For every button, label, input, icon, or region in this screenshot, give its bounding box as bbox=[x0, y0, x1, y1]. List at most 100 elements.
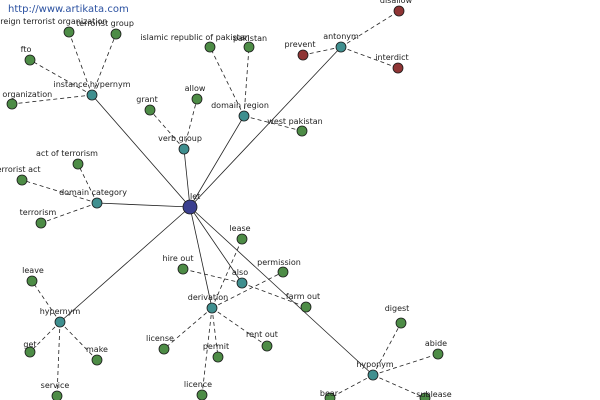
leaf-node-dot[interactable] bbox=[91, 354, 103, 366]
leaf-node-dot[interactable] bbox=[277, 266, 289, 278]
leaf-node-dot[interactable] bbox=[324, 392, 336, 400]
leaf-node-dot[interactable] bbox=[63, 26, 75, 38]
leaf-node-fto[interactable]: fto bbox=[21, 45, 36, 66]
leaf-node-dot[interactable] bbox=[297, 49, 309, 61]
leaf-node-label: act of terrorism bbox=[36, 149, 98, 158]
leaf-node-label: interdict bbox=[375, 53, 408, 62]
leaf-node-dot[interactable] bbox=[395, 317, 407, 329]
hub-node-derivation[interactable]: derivation bbox=[188, 293, 228, 314]
hub-node-verb-group[interactable]: verb group bbox=[158, 134, 202, 155]
leaf-node-label: terrorist organization bbox=[0, 90, 52, 99]
hub-node-hypernym[interactable]: hypernym bbox=[40, 307, 81, 328]
leaf-node-dot[interactable] bbox=[72, 158, 84, 170]
leaf-node-dot[interactable] bbox=[300, 301, 312, 313]
leaf-node-licence[interactable]: licence bbox=[184, 380, 212, 400]
leaf-node-west-pakistan[interactable]: west pakistan bbox=[267, 117, 323, 137]
leaf-node-dot[interactable] bbox=[35, 217, 47, 229]
leaf-node-act-of-terrorism[interactable]: act of terrorism bbox=[36, 149, 98, 170]
hub-node-dot[interactable] bbox=[178, 143, 190, 155]
leaf-node-dot[interactable] bbox=[393, 5, 405, 17]
hub-node-dot[interactable] bbox=[335, 41, 347, 53]
leaf-node-terrorist-act[interactable]: terrorist act bbox=[0, 165, 41, 186]
leaf-node-interdict[interactable]: interdict bbox=[375, 53, 409, 74]
leaf-node-digest[interactable]: digest bbox=[385, 304, 410, 329]
hub-node-dot[interactable] bbox=[54, 316, 66, 328]
leaf-node-prevent[interactable]: prevent bbox=[285, 40, 316, 61]
leaf-node-permission[interactable]: permission bbox=[257, 258, 301, 278]
leaf-node-dot[interactable] bbox=[432, 348, 444, 360]
leaf-node-lease[interactable]: lease bbox=[229, 224, 251, 245]
leaf-node-dot[interactable] bbox=[419, 392, 431, 400]
center-node-let[interactable]: let bbox=[182, 192, 200, 215]
leaf-node-dot[interactable] bbox=[261, 340, 273, 352]
leaf-node-allow[interactable]: allow bbox=[185, 84, 206, 105]
leaf-node-bear[interactable]: bear bbox=[320, 389, 339, 400]
leaf-node-farm-out[interactable]: farm out bbox=[286, 292, 320, 313]
leaf-node-dot[interactable] bbox=[196, 389, 208, 400]
hub-node-domain-category[interactable]: domain category bbox=[59, 188, 127, 209]
hub-node-domain-region[interactable]: domain region bbox=[211, 101, 269, 122]
leaf-node-label: terrorist group bbox=[76, 19, 134, 28]
edge-derivation-l20 bbox=[163, 307, 213, 350]
leaf-node-service[interactable]: service bbox=[41, 381, 70, 400]
hub-node-label: domain region bbox=[211, 101, 269, 110]
watermark-text[interactable]: http://www.artikata.com bbox=[8, 4, 129, 15]
leaf-node-rent-out[interactable]: rent out bbox=[246, 330, 278, 352]
center-node-dot[interactable] bbox=[182, 199, 198, 215]
leaf-node-dot[interactable] bbox=[158, 343, 170, 355]
hub-node-instance-hypernym[interactable]: instance hypernym bbox=[54, 80, 131, 101]
leaf-node-label: hire out bbox=[163, 254, 194, 263]
edge-let-derivation bbox=[189, 206, 213, 309]
leaf-node-dot[interactable] bbox=[6, 98, 18, 110]
edge-verb-group-l6 bbox=[183, 98, 198, 150]
edge-verb-group-l5 bbox=[149, 109, 185, 150]
hub-node-label: also bbox=[232, 268, 248, 277]
hub-node-antonym[interactable]: antonym bbox=[323, 32, 359, 53]
leaf-node-dot[interactable] bbox=[16, 174, 28, 186]
leaf-node-get[interactable]: get bbox=[23, 340, 37, 358]
leaf-node-dot[interactable] bbox=[296, 125, 308, 137]
leaf-node-sublease[interactable]: sublease bbox=[416, 390, 452, 400]
edge-domain-region-l8 bbox=[243, 46, 250, 117]
hub-node-dot[interactable] bbox=[206, 302, 218, 314]
leaf-node-permit[interactable]: permit bbox=[203, 342, 229, 363]
leaf-node-islamic-republic-of-pakistan[interactable]: islamic republic of pakistan bbox=[140, 33, 250, 53]
leaf-node-label: west pakistan bbox=[267, 117, 322, 126]
leaf-node-dot[interactable] bbox=[51, 390, 63, 400]
leaf-node-dot[interactable] bbox=[191, 93, 203, 105]
leaf-node-dot[interactable] bbox=[24, 346, 36, 358]
hub-node-dot[interactable] bbox=[236, 277, 248, 289]
leaf-node-dot[interactable] bbox=[243, 41, 255, 53]
leaf-node-dot[interactable] bbox=[212, 351, 224, 363]
leaf-node-pakistan[interactable]: pakistan bbox=[233, 34, 267, 53]
leaf-node-terrorism[interactable]: terrorism bbox=[20, 208, 57, 229]
hub-node-also[interactable]: also bbox=[232, 268, 248, 289]
hub-node-dot[interactable] bbox=[86, 89, 98, 101]
edge-hyponym-l28 bbox=[372, 322, 402, 376]
leaf-node-dot[interactable] bbox=[236, 233, 248, 245]
hub-node-hyponym[interactable]: hyponym bbox=[356, 360, 394, 381]
leaf-node-dot[interactable] bbox=[110, 28, 122, 40]
hub-node-label: antonym bbox=[323, 32, 359, 41]
leaf-node-label: get bbox=[23, 340, 36, 349]
leaf-node-dot[interactable] bbox=[392, 62, 404, 74]
leaf-node-dot[interactable] bbox=[177, 263, 189, 275]
leaf-node-dot[interactable] bbox=[204, 41, 216, 53]
leaf-node-dot[interactable] bbox=[24, 54, 36, 66]
leaf-node-terrorist-organization[interactable]: terrorist organization bbox=[0, 90, 52, 110]
leaf-node-make[interactable]: make bbox=[86, 345, 108, 366]
hub-node-label: verb group bbox=[158, 134, 202, 143]
leaf-node-dot[interactable] bbox=[26, 275, 38, 287]
leaf-node-leave[interactable]: leave bbox=[22, 266, 44, 287]
leaf-node-terrorist-group[interactable]: terrorist group bbox=[76, 19, 134, 40]
leaf-node-dot[interactable] bbox=[144, 104, 156, 116]
leaf-node-abide[interactable]: abide bbox=[425, 339, 447, 360]
leaf-node-disallow[interactable]: disallow bbox=[380, 0, 413, 17]
hub-node-dot[interactable] bbox=[238, 110, 250, 122]
leaf-node-grant[interactable]: grant bbox=[136, 95, 158, 116]
hub-node-dot[interactable] bbox=[91, 197, 103, 209]
leaf-node-foreign-terrorist-organization[interactable]: foreign terrorist organization bbox=[0, 17, 107, 38]
leaf-node-hire-out[interactable]: hire out bbox=[163, 254, 194, 275]
hub-node-dot[interactable] bbox=[367, 369, 379, 381]
leaf-node-license[interactable]: license bbox=[146, 334, 174, 355]
